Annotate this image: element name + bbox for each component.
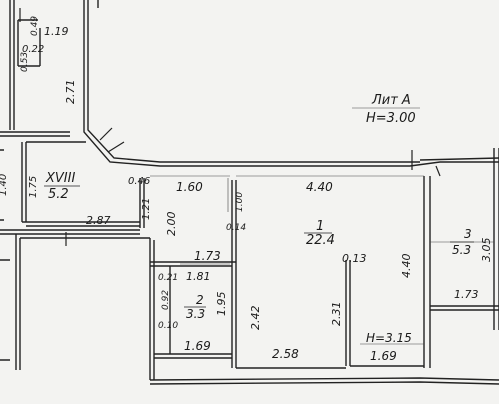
dim-0-13: 0.13	[342, 252, 367, 265]
dim-2-87: 2.87	[86, 214, 111, 227]
dimension-lines	[150, 107, 494, 345]
dim-1-73-b: 1.73	[454, 288, 479, 301]
room-xviii-area: 5.2	[48, 187, 69, 202]
dim-4-40: 4.40	[306, 180, 333, 194]
dim-4-40-v: 4.40	[400, 254, 413, 279]
dim-1-00: 1.00	[235, 192, 245, 212]
lit-label: Лит А	[371, 93, 411, 108]
room-2-number: 2	[196, 293, 204, 307]
dim-3-05: 3.05	[480, 238, 493, 263]
height-label: Н=3.00	[366, 111, 416, 126]
dim-1-69-b: 1.69	[370, 349, 397, 363]
dim-1-81: 1.81	[186, 270, 211, 283]
dim-0-14: 0.14	[226, 223, 246, 233]
door-marks	[19, 8, 441, 246]
room-2-area: 3.3	[186, 307, 205, 321]
dim-1-60: 1.60	[176, 180, 203, 194]
dim-1-75: 1.75	[28, 176, 39, 198]
room-xviii-number: XVIII	[45, 171, 75, 186]
dim-1-69: 1.69	[184, 339, 211, 353]
dim-2-00: 2.00	[165, 212, 178, 237]
dim-0-49: 0.49	[30, 16, 40, 36]
walls	[0, 0, 499, 385]
room-3-area: 5.3	[452, 243, 471, 257]
dim-2-31: 2.31	[330, 302, 343, 327]
room-height-note: Н=3.15	[366, 331, 412, 345]
dim-0-46: 0.46	[128, 176, 150, 187]
dim-left-1-40: 1.40	[0, 174, 9, 196]
dim-2-58: 2.58	[272, 347, 299, 361]
dim-0-92: 0.92	[161, 290, 171, 310]
dim-0-53: 0.53	[20, 52, 30, 72]
dim-1-21: 1.21	[141, 198, 152, 220]
dim-1-73: 1.73	[194, 249, 221, 263]
dim-0-22: 0.22	[22, 44, 44, 55]
dim-0-21: 0.21	[158, 273, 178, 283]
room-1-number: 1	[316, 219, 324, 234]
dim-2-42: 2.42	[249, 306, 262, 331]
room-1-area: 22.4	[306, 233, 335, 248]
room-3-number: 3	[464, 227, 472, 241]
dim-1-95: 1.95	[215, 292, 228, 317]
dim-0-10: 0.10	[158, 321, 178, 331]
dim-2-71: 2.71	[64, 80, 77, 105]
dim-1-19: 1.19	[44, 25, 69, 38]
